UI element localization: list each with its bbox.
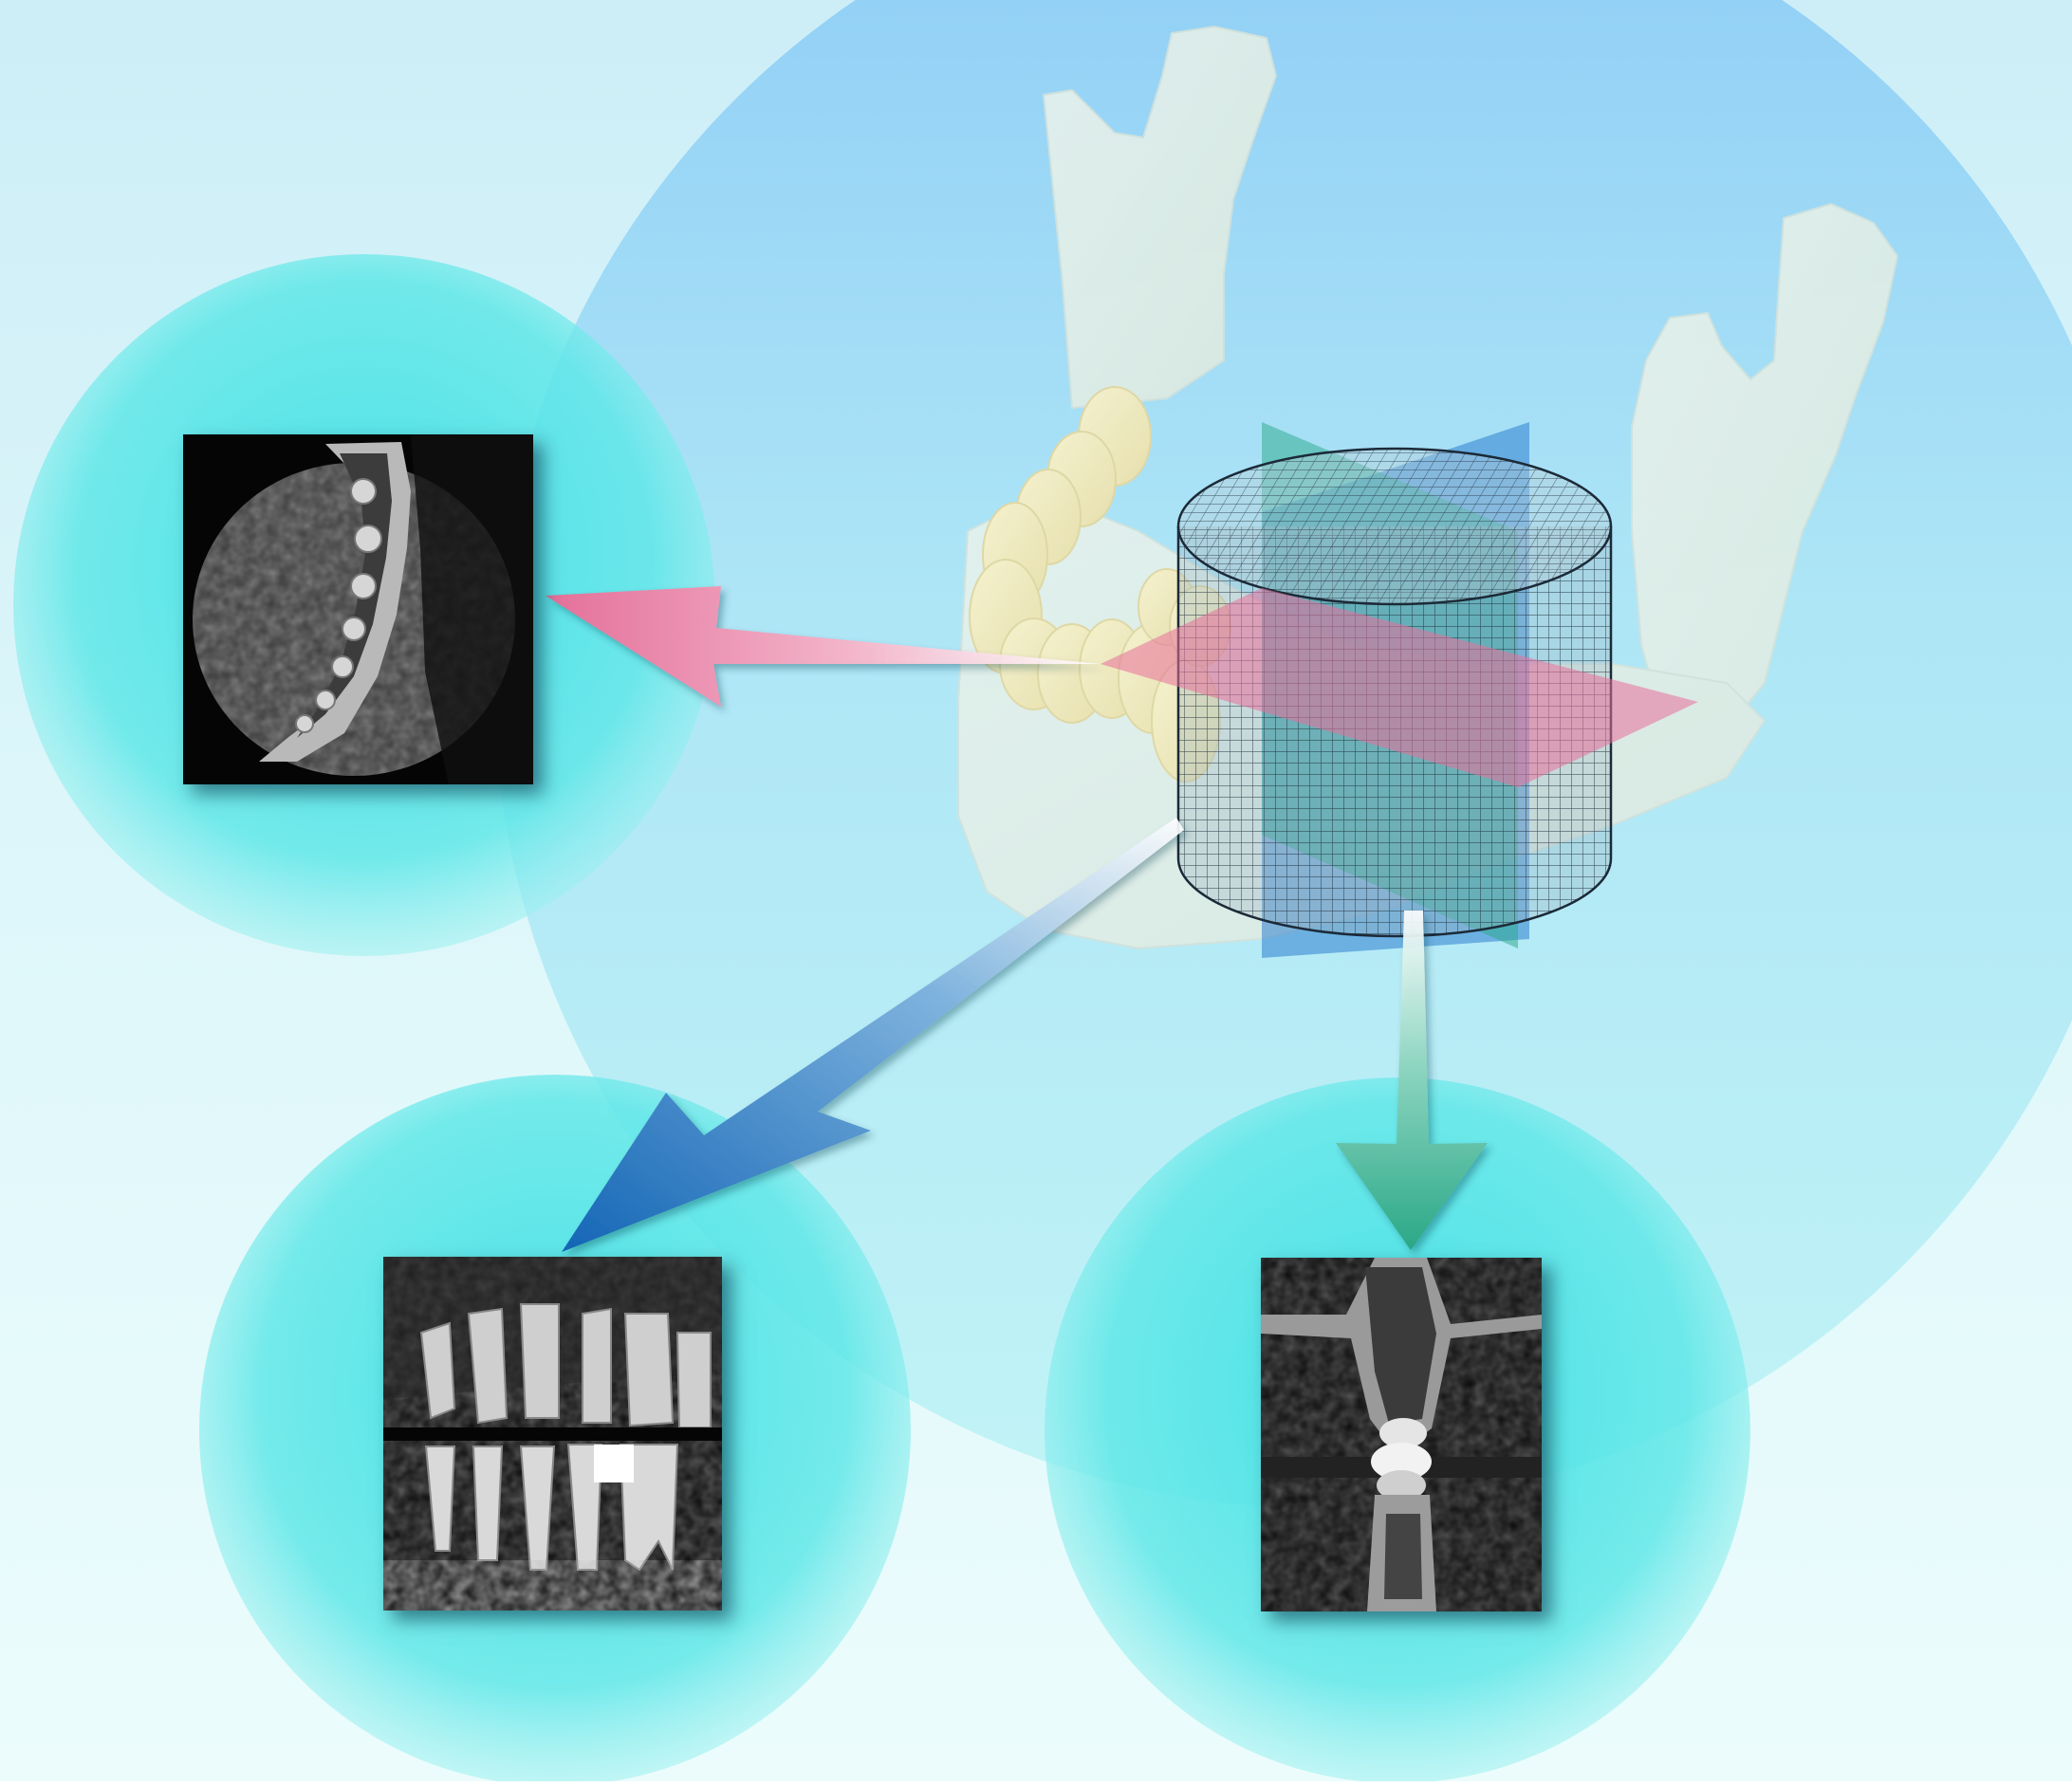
coronal-ct-slice-image xyxy=(1261,1258,1542,1611)
coronal-slice-icon xyxy=(1261,1258,1542,1611)
sagittal-slice-icon xyxy=(383,1257,722,1611)
axial-slice-icon xyxy=(183,434,533,784)
axial-ct-slice-image xyxy=(183,434,533,784)
sagittal-ct-slice-image xyxy=(383,1257,722,1611)
